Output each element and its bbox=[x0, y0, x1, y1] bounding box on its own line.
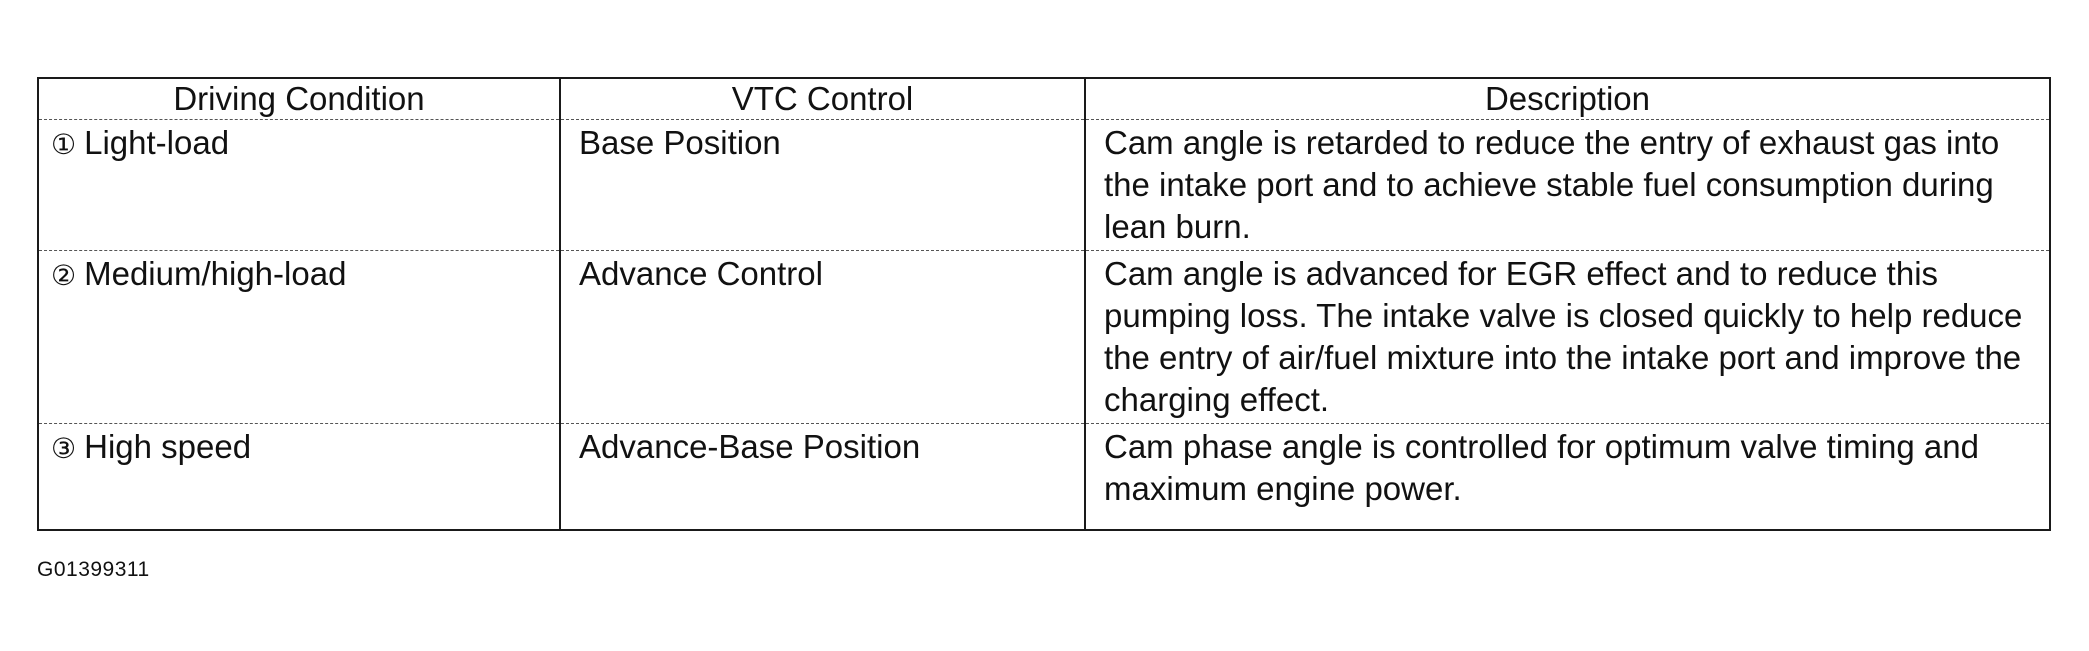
cell-description: Cam phase angle is controlled for optimu… bbox=[1084, 423, 2049, 529]
cell-description: Cam angle is advanced for EGR effect and… bbox=[1084, 250, 2049, 424]
vtc-control-table-frame: Driving Condition VTC Control Descriptio… bbox=[37, 77, 2051, 531]
table-header-row: Driving Condition VTC Control Descriptio… bbox=[39, 79, 2049, 120]
header-driving-condition: Driving Condition bbox=[173, 80, 425, 117]
header-description: Description bbox=[1084, 79, 2049, 120]
row-number: ③ bbox=[51, 432, 77, 465]
row-number: ① bbox=[51, 128, 77, 161]
header-vtc-control: VTC Control bbox=[559, 79, 1085, 120]
cell-vtc-control: Advance Control bbox=[559, 250, 1085, 424]
condition-text: Light-load bbox=[84, 124, 230, 161]
cell-vtc-control: Base Position bbox=[559, 119, 1085, 251]
condition-text: Medium/high-load bbox=[84, 255, 347, 292]
vtc-control-table: Driving Condition VTC Control Descriptio… bbox=[39, 79, 2049, 529]
cell-vtc-control: Advance-Base Position bbox=[559, 423, 1085, 529]
figure-code: G01399311 bbox=[37, 558, 150, 581]
row-number: ② bbox=[51, 259, 77, 292]
cell-description: Cam angle is retarded to reduce the entr… bbox=[1084, 119, 2049, 251]
condition-text: High speed bbox=[84, 428, 252, 465]
